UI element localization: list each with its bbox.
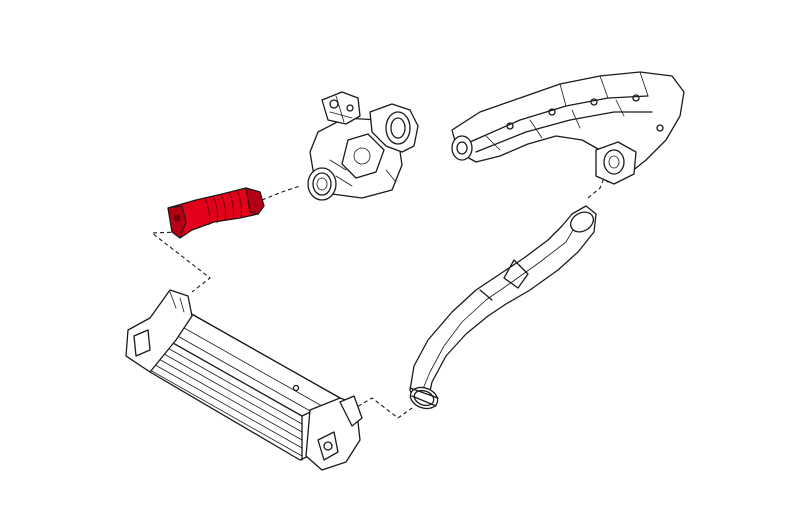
connector-pipe-to-manifold [587, 177, 605, 199]
connection-lines [150, 177, 605, 419]
connector-intercooler-to-pipe [351, 397, 413, 419]
intake-hose [167, 187, 265, 239]
turbocharger [307, 91, 419, 201]
connector-hose-to-turbo [261, 185, 301, 201]
charge-air-pipe [409, 205, 597, 410]
intercooler [125, 289, 363, 471]
connector-hose-to-intercooler [150, 231, 211, 293]
intake-manifold [451, 71, 685, 185]
